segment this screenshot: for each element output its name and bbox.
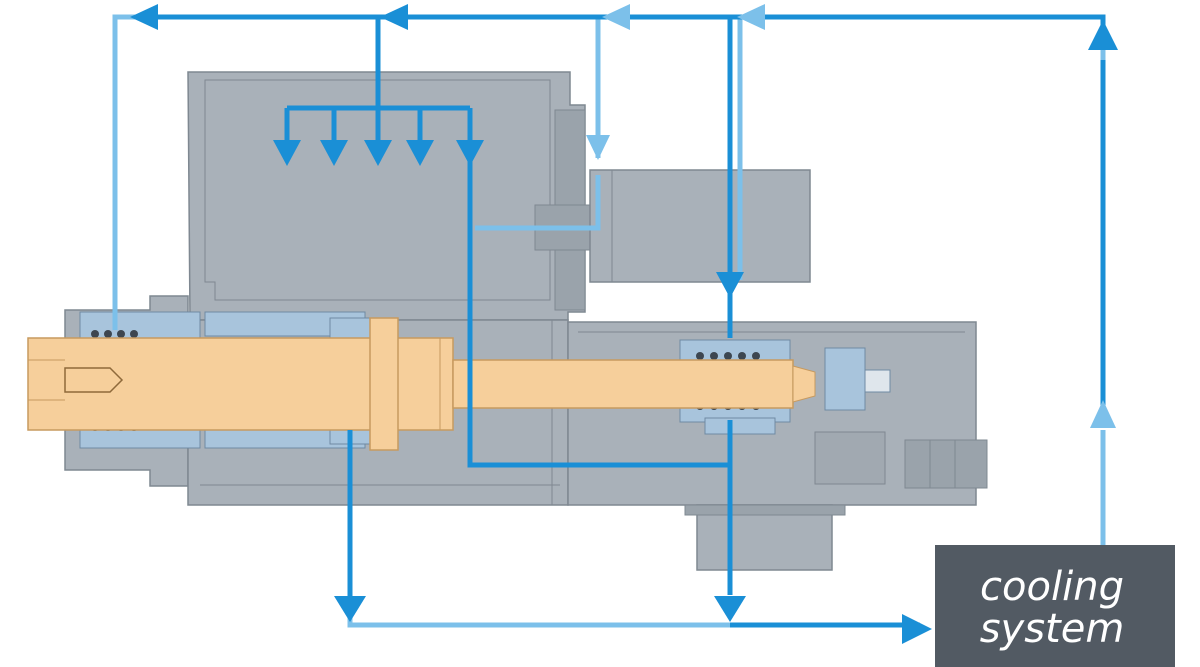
arrow-left-2	[380, 4, 408, 30]
arrow-down-4	[406, 140, 434, 166]
arrow-left-4	[737, 4, 765, 30]
arrow-up-mid	[1090, 400, 1116, 428]
front-return-line	[112, 14, 150, 330]
arrow-up-top	[1088, 20, 1118, 50]
cooling-system-box: cooling system	[935, 545, 1175, 667]
arrow-down-front-drain	[334, 596, 366, 622]
upper-housing-inner	[204, 79, 551, 301]
inner-jacket-line	[467, 140, 730, 468]
arrow-down-2	[320, 140, 348, 166]
spindle-shaft	[27, 317, 816, 451]
flow-arrows	[130, 4, 1118, 644]
bearings	[79, 311, 891, 449]
machine-housing	[64, 71, 988, 571]
arrow-left-3	[602, 4, 630, 30]
tool-holder	[64, 367, 124, 393]
spindle-rear	[452, 359, 794, 409]
spindle-collar	[369, 317, 399, 451]
arrow-down-5	[456, 140, 484, 166]
arrow-left-1	[130, 4, 158, 30]
cooling-system-panel	[935, 545, 1175, 667]
cooling-system-label-line1: cooling	[980, 564, 1124, 610]
rotary-union	[824, 347, 866, 411]
arrow-down-rear-drain	[714, 596, 746, 622]
arrow-down-flange	[586, 135, 610, 160]
rear-end-cap	[904, 439, 988, 489]
arrow-down-1	[273, 140, 301, 166]
arrow-right-cooling	[902, 614, 932, 644]
front-bearing-top	[79, 311, 201, 343]
motor-block	[589, 169, 811, 283]
arrow-down-3	[364, 140, 392, 166]
cooling-system-label-line2: system	[980, 606, 1125, 652]
arrow-down-rear-bearing	[716, 272, 744, 298]
